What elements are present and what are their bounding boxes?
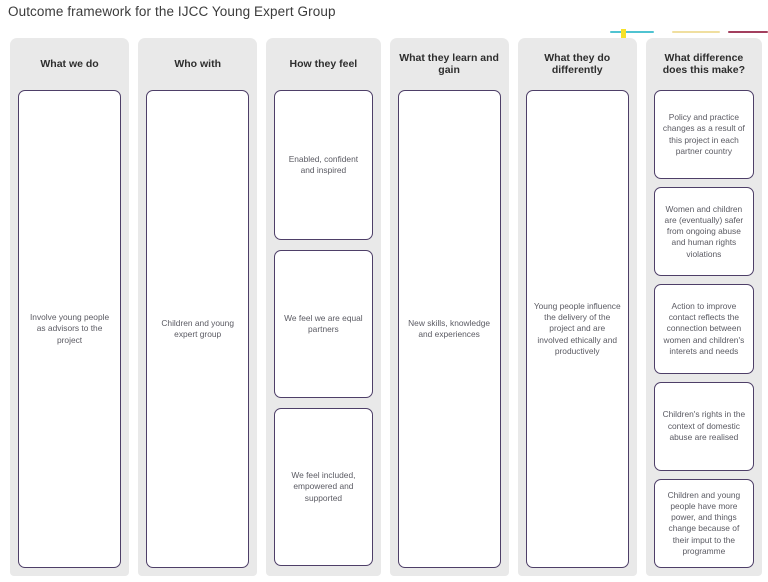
column-body: Policy and practice changes as a result …: [646, 90, 762, 576]
column-body: New skills, knowledge and experiences: [390, 90, 509, 576]
column-who-with: Who with Children and young expert group: [138, 38, 258, 576]
outcome-card[interactable]: We feel we are equal partners: [274, 250, 373, 398]
outcome-card[interactable]: Women and children are (eventually) safe…: [653, 187, 754, 277]
outcome-card[interactable]: New skills, knowledge and experiences: [397, 90, 501, 568]
page-title: Outcome framework for the IJCC Young Exp…: [8, 4, 336, 19]
maroon-rule-icon: [728, 31, 768, 33]
outcome-card-text: New skills, knowledge and experiences: [408, 317, 491, 339]
column-body: Children and young expert group: [138, 90, 257, 576]
outcome-card-text: We feel we are equal partners: [284, 312, 363, 334]
column-body: Involve young people as advisors to the …: [10, 90, 129, 576]
cream-rule-icon: [672, 31, 720, 33]
column-what-they-learn-and-gain: What they learn and gain New skills, kno…: [389, 38, 509, 576]
outcome-card-text: Enabled, confident and inspired: [288, 153, 359, 175]
column-body: Young people influence the delivery of t…: [518, 90, 637, 576]
outcome-card-text: We feel included, empowered and supporte…: [291, 470, 356, 503]
column-what-they-do-differently: What they do differently Young people in…: [517, 38, 637, 576]
outcome-card[interactable]: We feel included, empowered and supporte…: [274, 408, 373, 566]
column-header: How they feel: [289, 57, 358, 70]
card-stack: Enabled, confident and inspired We feel …: [274, 90, 373, 568]
column-what-we-do: What we do Involve young people as advis…: [10, 38, 130, 576]
outcome-card[interactable]: Policy and practice changes as a result …: [653, 90, 754, 180]
outcome-card[interactable]: Children's rights in the context of dome…: [653, 381, 754, 471]
outcome-card-text: Young people influence the delivery of t…: [533, 300, 621, 356]
outcome-card[interactable]: Action to improve contact reflects the c…: [653, 284, 754, 374]
column-header: Who with: [174, 57, 222, 70]
outcome-card[interactable]: Children and young people have more powe…: [653, 478, 754, 569]
outcome-card[interactable]: Involve young people as advisors to the …: [18, 90, 122, 568]
teal-rule-icon: [610, 31, 654, 33]
column-header: What we do: [40, 57, 99, 70]
outcome-card-text: Policy and practice changes as a result …: [662, 112, 745, 156]
column-header: What difference does this make?: [662, 51, 746, 77]
card-stack: Policy and practice changes as a result …: [653, 90, 754, 569]
outcome-card-text: Involve young people as advisors to the …: [29, 312, 110, 345]
column-how-they-feel: How they feel Enabled, confident and ins…: [266, 38, 381, 576]
outcome-card-text: Children and young expert group: [161, 317, 234, 339]
outcome-card[interactable]: Young people influence the delivery of t…: [525, 90, 629, 568]
outcome-card-text: Children's rights in the context of dome…: [662, 409, 746, 442]
column-header: What they learn and gain: [399, 51, 499, 77]
column-header: What they do differently: [544, 51, 611, 77]
outcome-card-text: Women and children are (eventually) safe…: [664, 203, 744, 259]
outcome-card[interactable]: Enabled, confident and inspired: [274, 90, 373, 240]
outcome-framework-board: What we do Involve young people as advis…: [10, 38, 762, 576]
column-body: Enabled, confident and inspired We feel …: [266, 90, 380, 576]
outcome-card-text: Children and young people have more powe…: [667, 489, 741, 556]
outcome-card-text: Action to improve contact reflects the c…: [663, 301, 745, 356]
column-what-difference-does-this-make: What difference does this make? Policy a…: [645, 38, 762, 576]
outcome-card[interactable]: Children and young expert group: [146, 90, 250, 568]
